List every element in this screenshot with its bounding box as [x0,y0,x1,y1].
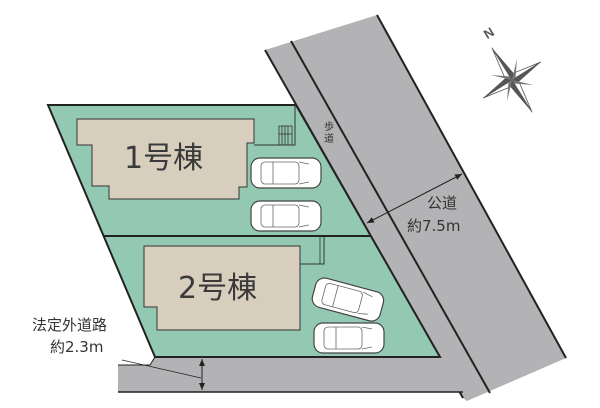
car-icon [311,277,385,322]
road-edge-right [376,14,567,359]
building-1-label: 1号棟 [124,141,204,176]
compass-rose-icon [482,47,542,113]
private-road-width: 約2.3m [50,338,104,356]
stairs-icon [278,125,293,146]
compass-north-label: N [481,24,497,42]
private-road [118,357,463,392]
leader-line [121,359,202,379]
car-icon [250,157,322,189]
building-1-footprint [76,118,255,200]
porch-2 [300,237,325,265]
public-road-width-arrow [366,173,463,224]
sidewalk-label: 歩道 [324,122,334,145]
building-2-footprint [143,245,301,331]
private-road-edge-top [118,356,156,366]
private-road-name: 法定外道路 [32,316,108,334]
car-icon [250,200,322,232]
public-road-width: 約7.5m [407,217,461,235]
public-road-name: 公道 [427,194,458,212]
porch-1 [254,105,296,146]
car-icon [313,322,385,354]
building-2-label: 2号棟 [178,271,258,306]
